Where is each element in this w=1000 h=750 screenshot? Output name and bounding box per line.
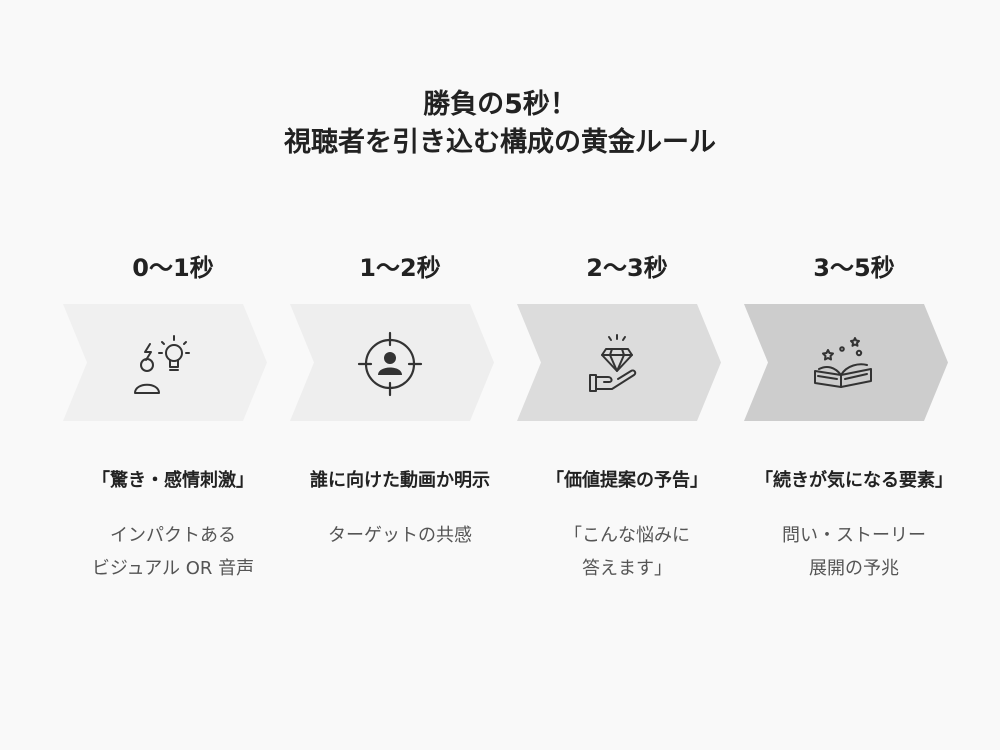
stage-heading: 「価値提案の予告」	[546, 470, 708, 491]
stage-time: 1〜2秒	[359, 254, 441, 282]
surprise-lightbulb-icon	[134, 335, 190, 394]
stage-desc-line-2: ビジュアル OR 音声	[91, 558, 255, 579]
chevron-step-2	[290, 304, 495, 421]
stage-4: 3〜5秒 「続きが気になる要素」 問い・ストーリー 展開の予兆	[744, 0, 964, 750]
stage-time: 3〜5秒	[813, 254, 895, 282]
open-book-stars-icon	[814, 337, 872, 388]
stage-desc-line-1: インパクトある	[110, 525, 236, 546]
title-line-2: 視聴者を引き込む構成の黄金ルール	[284, 127, 716, 158]
chevron-shape	[517, 304, 721, 421]
stage-desc-line-1: ターゲットの共感	[328, 525, 472, 546]
chevron-shape	[63, 304, 267, 421]
stage-description: 「こんな悩みに 答えます」	[497, 519, 757, 585]
stage-time: 0〜1秒	[132, 254, 214, 282]
stage-desc-line-1: 「こんな悩みに	[564, 525, 690, 546]
stage-2: 1〜2秒 誰に向けた動画か明示 ターゲットの共感	[290, 0, 510, 750]
stage-3: 2〜3秒 「価値提案の予告」 「こんな悩みに 答えます」	[517, 0, 737, 750]
chevron-step-4	[744, 304, 949, 421]
stage-heading: 「続きが気になる要素」	[755, 470, 953, 491]
stage-desc-line-2: 答えます」	[582, 558, 672, 579]
stage-heading: 誰に向けた動画か明示	[310, 470, 490, 491]
stage-desc-line-2: 展開の予兆	[809, 558, 899, 579]
stage-description: ターゲットの共感	[270, 519, 530, 552]
stage-1: 0〜1秒 「驚き・感情刺激」	[63, 0, 283, 750]
target-person-icon	[357, 331, 423, 397]
diamond-hand-icon	[589, 334, 637, 392]
title-line-1: 勝負の5秒！	[423, 89, 577, 120]
chevron-step-3	[517, 304, 722, 421]
stage-description: 問い・ストーリー 展開の予兆	[724, 519, 984, 585]
stage-description: インパクトある ビジュアル OR 音声	[43, 519, 303, 585]
chevron-step-1	[63, 304, 268, 421]
page-title: 勝負の5秒！ 視聴者を引き込む構成の黄金ルール	[0, 86, 1000, 162]
chevron-shape	[744, 304, 948, 421]
stage-desc-line-1: 問い・ストーリー	[782, 525, 926, 546]
stage-heading: 「驚き・感情刺激」	[92, 470, 254, 491]
stage-time: 2〜3秒	[586, 254, 668, 282]
